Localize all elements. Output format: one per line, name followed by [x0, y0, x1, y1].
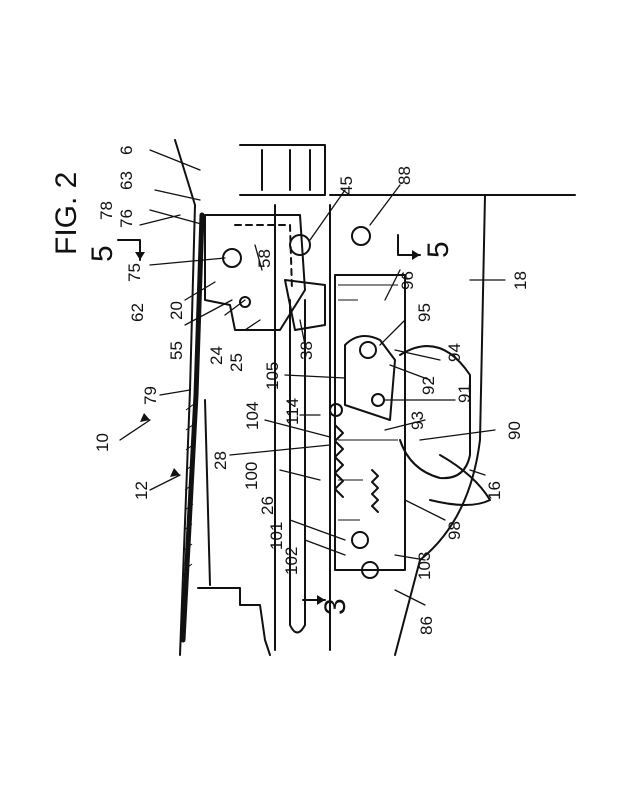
ref-label: 78	[97, 201, 116, 220]
ref-label: 25	[227, 353, 246, 372]
ref-label: 10	[93, 433, 112, 452]
ref-label: 76	[117, 209, 136, 228]
trigger-housing	[334, 274, 406, 571]
pin-114	[329, 403, 343, 417]
spring-103	[371, 469, 379, 513]
leaders	[119, 149, 506, 606]
receiver-inner-line	[204, 399, 211, 586]
ref-label: 100	[242, 462, 261, 490]
pin-62	[222, 248, 242, 268]
hammer-dashed-ghost	[234, 224, 293, 291]
ref-label: 28	[211, 451, 230, 470]
ref-label: 94	[445, 343, 464, 362]
figure-title: FIG. 2	[50, 172, 83, 255]
section-mark: 5	[422, 241, 455, 258]
ref-label: 45	[337, 176, 356, 195]
reference-numerals: 6 63 78 76 75 62 20 55 24 25 58 45 88 96…	[93, 146, 530, 635]
ref-label: 63	[117, 171, 136, 190]
ref-label: 96	[398, 271, 417, 290]
ref-label: 12	[132, 481, 151, 500]
ref-label: 90	[505, 421, 524, 440]
pin-101	[351, 531, 369, 549]
ref-label: 88	[395, 166, 414, 185]
receiver-top-edge	[174, 139, 196, 656]
barrel-tube	[239, 144, 326, 196]
ref-label: 20	[167, 301, 186, 320]
section-mark: 3	[319, 598, 352, 615]
pin-88	[351, 226, 371, 246]
pin-95	[359, 341, 377, 359]
ref-label: 62	[128, 303, 147, 322]
ref-label: 102	[282, 547, 301, 575]
ref-label: 26	[258, 496, 277, 515]
link-38	[284, 279, 326, 331]
section-arrow-5-right	[397, 234, 421, 256]
ref-label: 91	[455, 384, 474, 403]
pin-92	[371, 393, 385, 407]
hatching	[183, 284, 398, 571]
trigger-guard	[399, 345, 471, 480]
ref-label: 95	[415, 303, 434, 322]
ref-label: 6	[117, 146, 136, 155]
ref-label: 38	[297, 341, 316, 360]
trigger-16	[429, 454, 491, 506]
ref-label: 24	[207, 346, 226, 365]
spring-100	[334, 424, 344, 498]
ref-label: 98	[445, 521, 464, 540]
plunger-rod	[289, 299, 306, 634]
ref-label: 86	[417, 616, 436, 635]
frame-bottom-edge	[394, 194, 486, 656]
hammer-block	[204, 214, 306, 331]
ref-label: 79	[141, 386, 160, 405]
pin-45	[289, 234, 311, 256]
ref-label: 92	[419, 376, 438, 395]
barrel-inner	[261, 149, 311, 191]
ref-label: 105	[263, 362, 282, 390]
receiver-hatched-wall	[180, 212, 205, 643]
ref-label: 18	[511, 271, 530, 290]
pin-86	[361, 561, 379, 579]
ref-label: 55	[167, 341, 186, 360]
ref-label: 75	[125, 263, 144, 282]
pin-58	[239, 296, 251, 308]
arrow-heads	[135, 250, 420, 605]
stock-contour	[197, 587, 271, 656]
section-mark: 5	[86, 245, 119, 262]
sear-95	[344, 335, 396, 421]
section-arrow-5-left	[117, 239, 141, 261]
ref-label: 104	[243, 402, 262, 430]
ref-label: 103	[415, 552, 434, 580]
ref-label: 16	[485, 481, 504, 500]
ref-label: 114	[283, 398, 302, 425]
ref-label: 93	[408, 411, 427, 430]
ref-label: 101	[267, 522, 286, 550]
ref-label: 58	[255, 249, 274, 268]
